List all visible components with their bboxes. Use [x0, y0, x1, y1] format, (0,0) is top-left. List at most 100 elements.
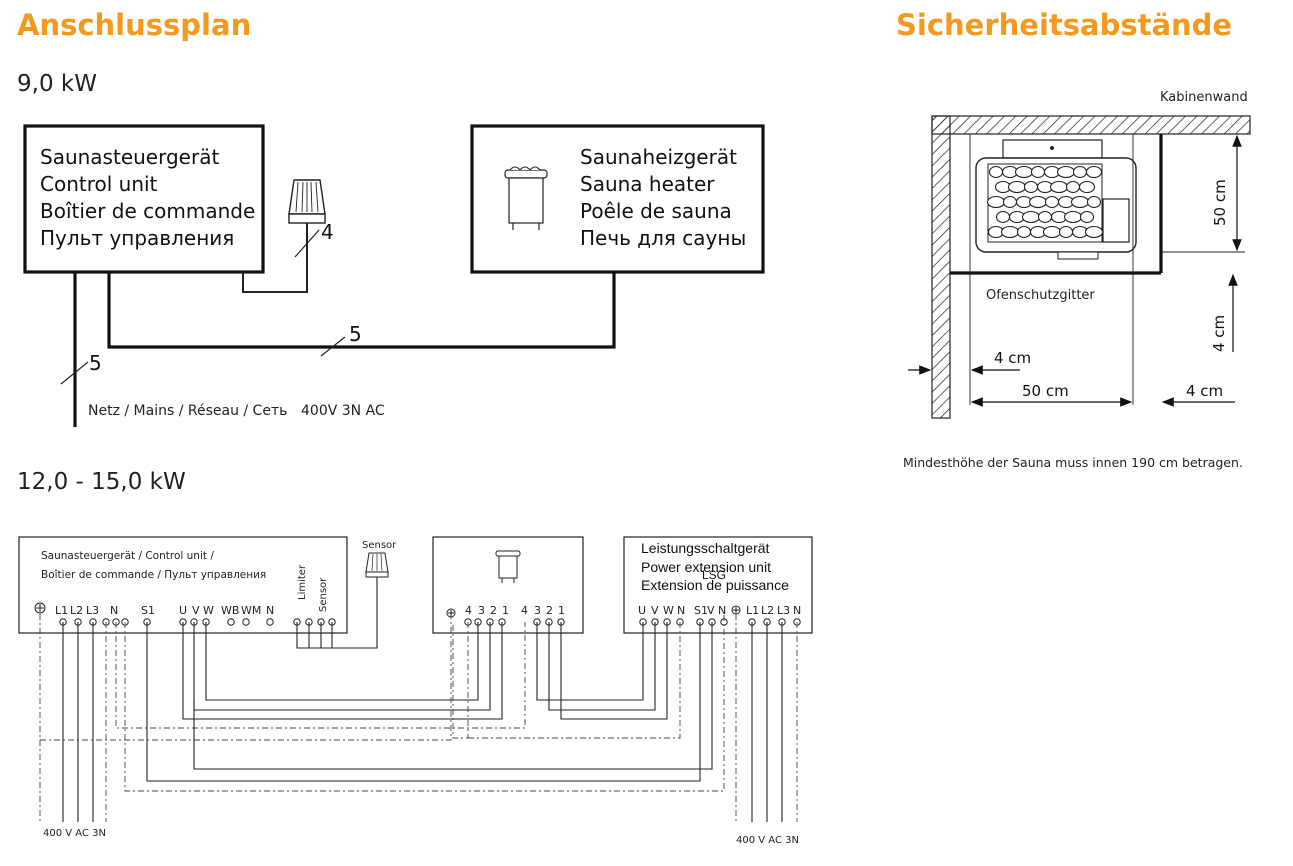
term-label-wm: WM: [241, 604, 261, 617]
stone: [1065, 180, 1081, 194]
min-height-note: Mindesthöhe der Sauna muss innen 190 cm …: [903, 455, 1243, 470]
ceiling-wall: [931, 115, 1251, 135]
terminal-circle: [227, 618, 235, 626]
term-label-n: N: [110, 604, 118, 617]
section2-control-unit-line1: Saunasteuergerät / Control unit /: [41, 550, 214, 562]
title-sicherheitsabstaende: Sicherheitsabstände: [896, 8, 1232, 42]
stone: [1072, 165, 1088, 179]
section2-wiring: [39, 577, 798, 822]
lsg-box: [623, 536, 813, 634]
sensor-cable: [242, 223, 308, 293]
lsg-short-label: LSG: [702, 568, 726, 582]
sensor-cable-count: 4: [321, 220, 334, 244]
wall-label: Kabinenwand: [1160, 90, 1248, 105]
stone: [1070, 195, 1090, 209]
section2-heater-icon: [495, 550, 521, 583]
ground-icon: [34, 602, 46, 614]
term-label-u: U: [179, 604, 187, 617]
guard-label: Ofenschutzgitter: [986, 288, 1095, 303]
mains-cable-count: 5: [89, 351, 102, 375]
terminal-circle: [242, 618, 250, 626]
section2-control-unit-line2: Boîtier de commande / Пульт управления: [41, 569, 266, 581]
term-label-l2: L2: [70, 604, 83, 617]
lsg-term-n: N: [677, 604, 685, 617]
dim-top-label: 50 cm: [1211, 179, 1229, 226]
dim-side-label: 4 cm: [1210, 315, 1228, 352]
stone: [1016, 225, 1032, 239]
stone: [1049, 180, 1069, 194]
heater-label-fr: Poêle de sauna: [580, 199, 732, 223]
lsg-term-l3: L3: [777, 604, 790, 617]
stone: [1084, 225, 1104, 239]
dim-wall-label: 4 cm: [994, 349, 1031, 367]
section2-sensor-icon: [365, 552, 389, 578]
control-unit-label-ru: Пульт управления: [40, 226, 234, 250]
heater-label-ru: Печь для сауны: [580, 226, 746, 250]
stone: [995, 210, 1011, 224]
side-wall: [931, 115, 951, 419]
term-label-n2: N: [266, 604, 274, 617]
stone: [1058, 225, 1074, 239]
sensor-cable-count-tick: [294, 229, 320, 258]
lsg-term-l2: L2: [761, 604, 774, 617]
heater-term-1b: 1: [558, 604, 565, 617]
stone: [986, 195, 1006, 209]
heater-label-en: Sauna heater: [580, 172, 715, 196]
stone: [1078, 180, 1096, 194]
section2-heater-box: [432, 536, 584, 634]
lsg-term-l1: L1: [746, 604, 759, 617]
stone: [1028, 195, 1048, 209]
dim-gap-label: 4 cm: [1186, 382, 1223, 400]
control-unit-label-en: Control unit: [40, 172, 158, 196]
stone: [1000, 225, 1020, 239]
stone: [1014, 165, 1034, 179]
terminal-circles: [59, 618, 801, 626]
stone: [988, 165, 1004, 179]
stone: [1079, 210, 1095, 224]
stone: [1037, 210, 1053, 224]
stone: [1063, 210, 1083, 224]
heater-term-2b: 2: [546, 604, 553, 617]
term-label-s1: S1: [141, 604, 155, 617]
supply-left-label: 400 V AC 3N: [43, 828, 106, 839]
heater-cable: [107, 272, 616, 349]
lsg-label-en: Power extension unit: [641, 559, 771, 575]
stones: [986, 165, 1104, 239]
control-unit-label-de: Saunasteuergerät: [40, 145, 219, 169]
term-label-l3: L3: [86, 604, 99, 617]
lsg-term-v2: V: [707, 604, 715, 617]
stone: [1086, 195, 1102, 209]
stone: [1021, 210, 1041, 224]
heater-term-3a: 3: [478, 604, 485, 617]
mains-cable-count-tick: [60, 361, 89, 385]
stone: [1044, 195, 1060, 209]
heater-term-1a: 1: [502, 604, 509, 617]
terminal-circle: [266, 618, 274, 626]
stone: [1042, 225, 1062, 239]
section2-power-label: 12,0 - 15,0 kW: [17, 469, 186, 495]
heater-with-stones-icon: [975, 139, 1137, 260]
stone: [1007, 180, 1027, 194]
stone: [1085, 165, 1103, 179]
dim-width-label: 50 cm: [1022, 382, 1069, 400]
title-anschlussplan: Anschlussplan: [17, 8, 251, 42]
stone: [1023, 180, 1039, 194]
section1-power-label: 9,0 kW: [17, 71, 97, 97]
lsg-term-n2: N: [718, 604, 726, 617]
term-label-l1: L1: [55, 604, 68, 617]
term-label-w: W: [203, 604, 214, 617]
stone: [1056, 165, 1076, 179]
term-label-v: V: [192, 604, 200, 617]
section1-heater-labels: Saunaheizgerät Sauna heater Poêle de sau…: [580, 145, 746, 250]
stone: [1002, 195, 1018, 209]
section2-terminals: L1 L2 L3 N S1 U V W WB WM N 4 3 2 1 4 3 …: [34, 602, 801, 618]
section1-heater-box: [470, 124, 765, 274]
lsg-term-v: V: [651, 604, 659, 617]
mains-label: Netz / Mains / Réseau / Сеть: [88, 403, 287, 419]
heater-cable-count: 5: [349, 322, 362, 346]
control-unit-label-fr: Boîtier de commande: [40, 199, 255, 223]
heater-cable-count-tick: [320, 336, 346, 357]
sensor-terminal-label: Sensor: [318, 577, 329, 612]
heater-term-3b: 3: [534, 604, 541, 617]
